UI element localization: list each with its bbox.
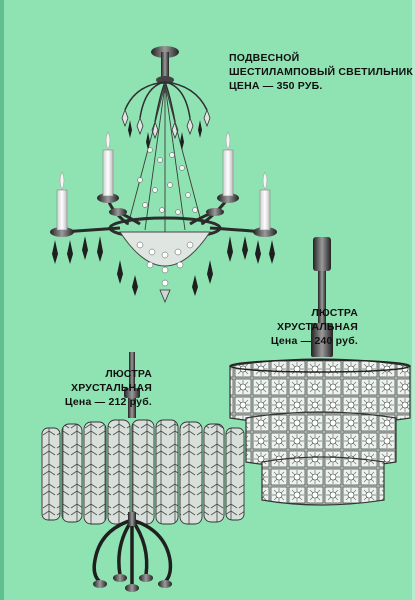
product-description-line: ХРУСТАЛЬНАЯ: [70, 382, 152, 394]
product-price: ЦЕНА — 350 РУБ.: [229, 80, 323, 92]
product-type-line: ЛЮСТРА: [105, 368, 152, 380]
product-description-line: ШЕСТИЛАМПОВЫЙ СВЕТИЛЬНИК: [229, 66, 413, 78]
page-edge-left: [0, 0, 4, 600]
product-caption-six-lamp: ПОДВЕСНОЙ ШЕСТИЛАМПОВЫЙ СВЕТИЛЬНИК ЦЕНА …: [229, 51, 413, 93]
tiered-crystal-chandelier-image: [229, 237, 411, 506]
product-description-line: ХРУСТАЛЬНАЯ: [276, 321, 358, 333]
six-lamp-chandelier-image: [50, 46, 277, 304]
product-type-line: ЛЮСТРА: [311, 307, 358, 319]
page-edge-right: [412, 0, 415, 600]
product-price: Цена — 240 руб.: [270, 335, 358, 347]
product-caption-tiered-crystal: ЛЮСТРА ХРУСТАЛЬНАЯ Цена — 240 руб.: [250, 306, 358, 348]
product-type-line: ПОДВЕСНОЙ: [229, 52, 300, 64]
product-caption-leaf-panel: ЛЮСТРА ХРУСТАЛЬНАЯ Цена — 212 руб.: [42, 367, 152, 409]
leaf-panel-chandelier-image: [41, 352, 245, 592]
product-price: Цена — 212 руб.: [64, 396, 152, 408]
